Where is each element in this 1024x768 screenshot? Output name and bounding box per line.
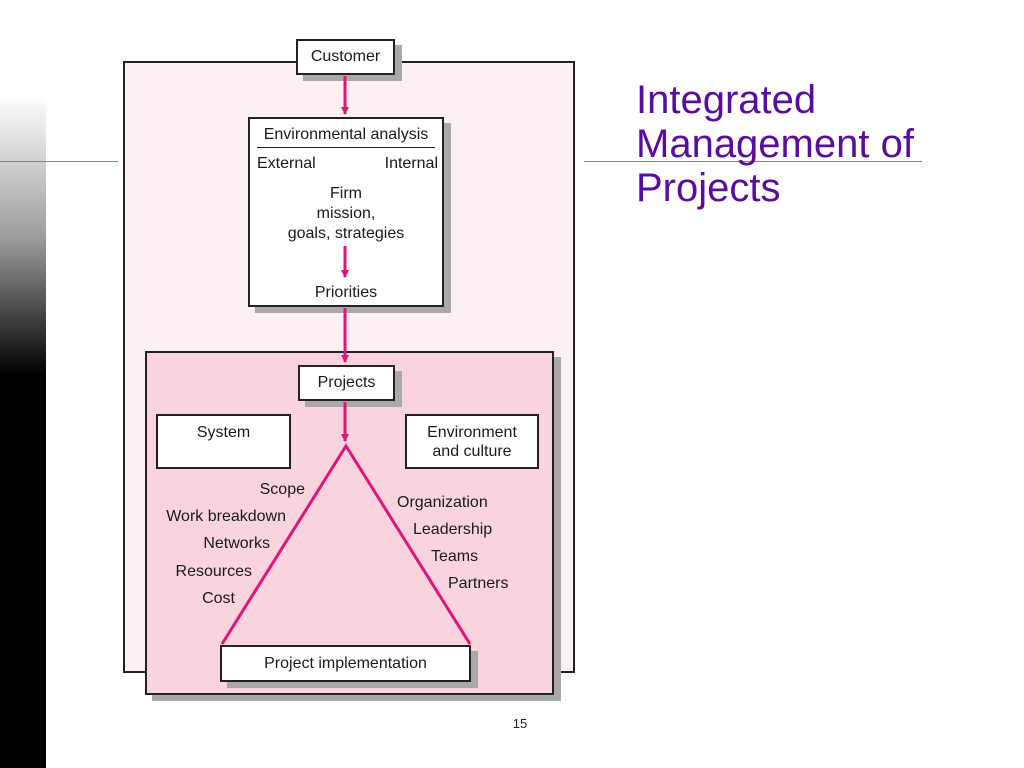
- projects-label: Projects: [317, 374, 376, 391]
- inner-panel: [145, 351, 554, 695]
- sociocultural-item-partners: Partners: [448, 575, 509, 592]
- technical-item-cost: Cost: [202, 590, 235, 607]
- left-rule-line: [0, 161, 118, 162]
- technical-item-networks: Networks: [203, 535, 270, 552]
- priorities-label: Priorities: [314, 284, 378, 301]
- environmental-analysis-divider: [257, 147, 435, 148]
- firm-line-3: goals, strategies: [287, 225, 405, 242]
- projects-box: Projects: [298, 365, 395, 401]
- title-line-1: Integrated: [636, 78, 817, 122]
- sociocultural-item-leadership: Leadership: [413, 521, 493, 538]
- technical-item-work-breakdown: Work breakdown: [166, 508, 286, 525]
- environment-culture-line-2: and culture: [432, 443, 512, 460]
- technical-item-scope: Scope: [259, 481, 305, 498]
- technical-item-resources: Resources: [175, 563, 252, 580]
- sociocultural-item-teams: Teams: [431, 548, 479, 565]
- title-line-3: Projects: [636, 166, 781, 210]
- right-rule-line: [584, 161, 922, 162]
- title-line-2: Management of: [636, 122, 914, 166]
- sociocultural-item-organization: Organization: [397, 494, 488, 511]
- firm-line-1: Firm: [330, 185, 362, 202]
- project-implementation-box: Project implementation: [220, 645, 471, 682]
- system-label: System: [196, 424, 251, 441]
- firm-line-2: mission,: [316, 205, 376, 222]
- project-triangle: [220, 443, 472, 645]
- system-box: System: [156, 414, 291, 469]
- environmental-analysis-heading: Environmental analysis: [263, 126, 429, 143]
- environmental-analysis-box: Environmental analysis External Internal…: [248, 117, 444, 307]
- customer-box: Customer: [296, 39, 395, 75]
- external-label: External: [257, 155, 316, 172]
- slide-number: 15: [512, 716, 528, 731]
- environment-culture-box: Environment and culture: [405, 414, 539, 469]
- customer-label: Customer: [310, 48, 381, 65]
- internal-label: Internal: [384, 155, 438, 172]
- slide-title: Integrated Management of Projects: [636, 78, 914, 210]
- environment-culture-line-1: Environment: [427, 424, 517, 441]
- project-implementation-label: Project implementation: [264, 655, 427, 672]
- left-decorative-bar: [0, 0, 46, 768]
